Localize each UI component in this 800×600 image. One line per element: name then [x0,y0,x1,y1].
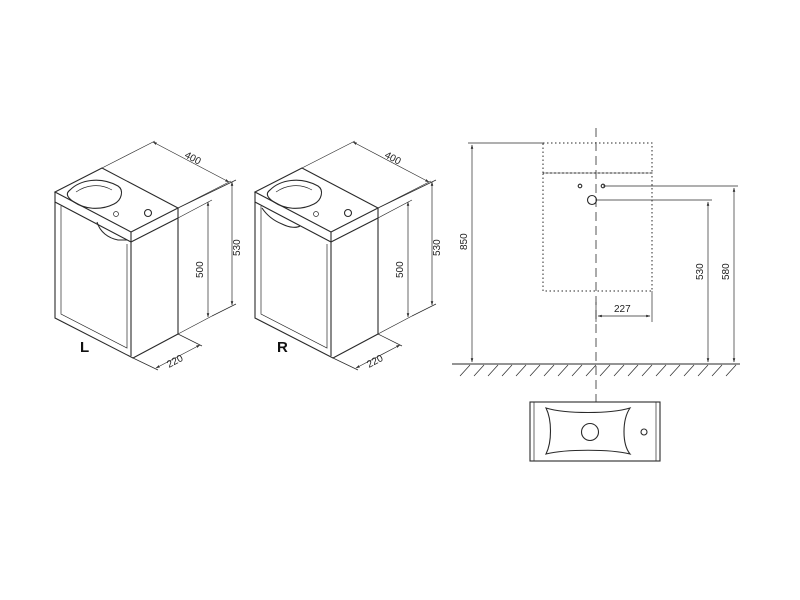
dim-right-total-height: 530 [432,239,443,256]
variant-label-left: L [80,339,89,356]
dim-right-cabinet-height: 500 [395,261,406,278]
dim-drain-offset: 227 [614,304,631,315]
washbasin-top-view [529,401,661,462]
dimensions-left-view [101,140,237,371]
dim-left-total-height: 530 [232,239,243,256]
cabinet-left-view [53,167,180,359]
dim-right-width: 400 [383,150,403,168]
dim-left-depth: 220 [165,353,185,371]
dim-left-cabinet-height: 500 [195,261,206,278]
variant-label-right: R [277,339,288,356]
dim-supply-height: 580 [721,263,732,280]
installation-front-view [542,128,653,402]
dim-total-height: 850 [459,233,470,250]
dim-left-width: 400 [183,150,203,168]
dim-right-depth: 220 [365,353,385,371]
dim-drain-height: 530 [695,263,706,280]
floor-line [452,363,740,377]
dimensions-right-view [301,140,437,371]
dimensions-installation-view [468,142,738,363]
cabinet-right-view [253,167,380,359]
